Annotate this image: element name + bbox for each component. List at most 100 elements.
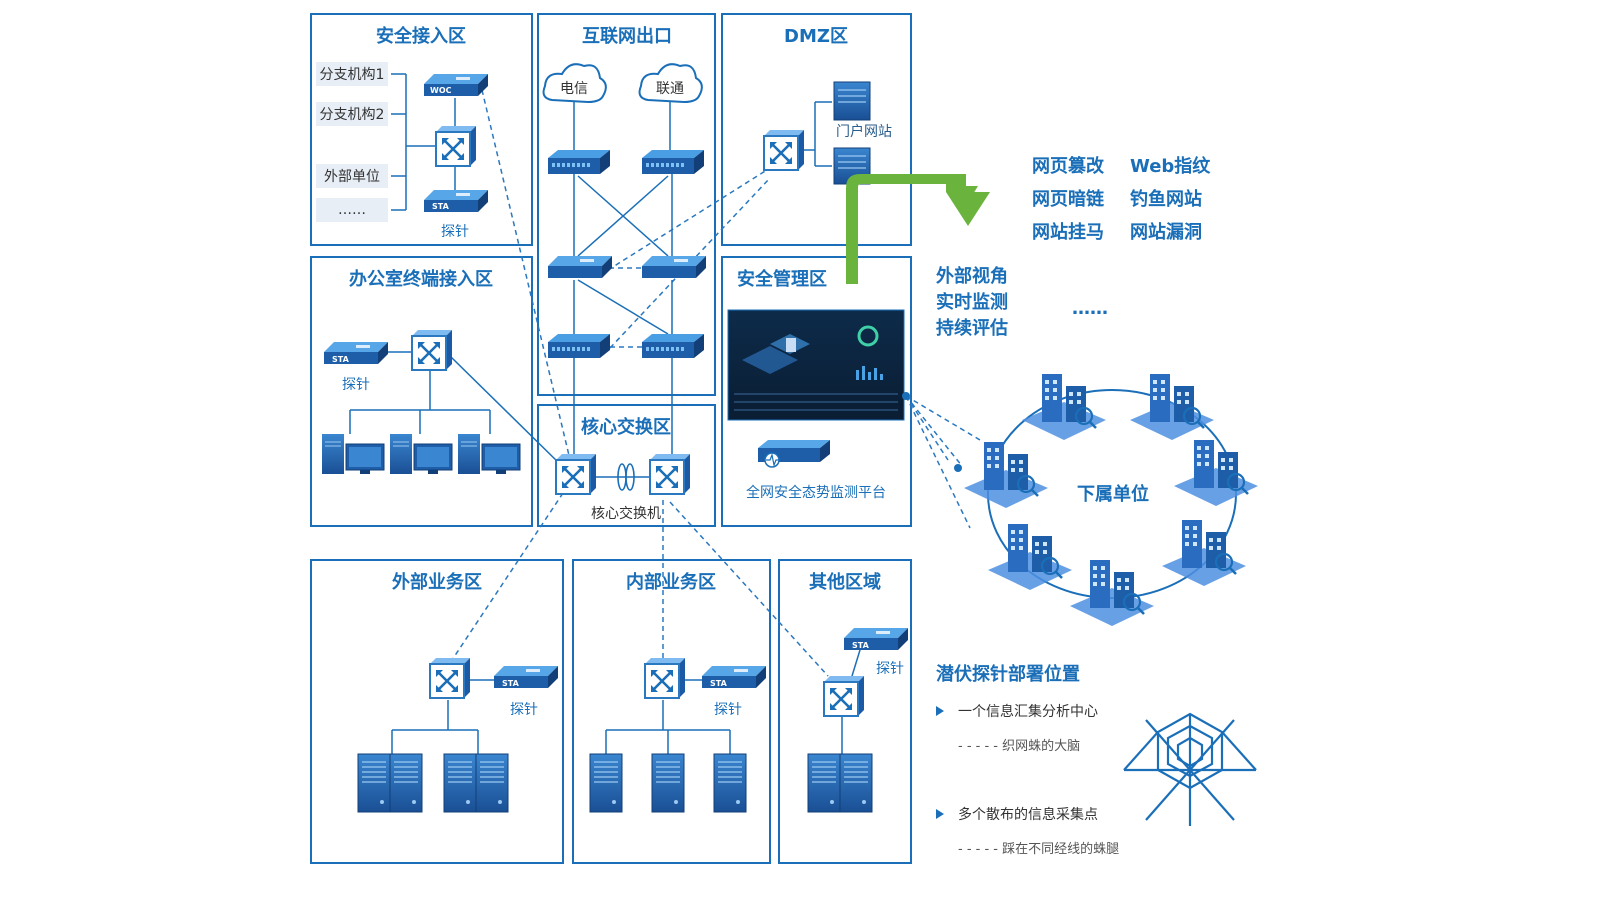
- zone-title-other-area: 其他区域: [809, 571, 881, 593]
- deploy-item-2-sub: - - - - - 踩在不同经线的蛛腿: [958, 841, 1119, 857]
- probe-label-office: 探针: [342, 377, 370, 393]
- building-icon-4: [1172, 438, 1260, 508]
- zone-title-security-mgmt: 安全管理区: [737, 268, 827, 290]
- other-switch-icon: [822, 674, 866, 718]
- branch2-label: 分支机构2: [320, 107, 385, 123]
- zone-title-internal-business: 内部业务区: [626, 571, 716, 593]
- deploy-title: 潜伏探针部署位置: [936, 663, 1080, 685]
- branch1-label: 分支机构1: [320, 67, 385, 83]
- ellipsis-tag: [316, 198, 388, 222]
- sta-label-other: STA: [852, 641, 870, 650]
- subordinate-label: 下属单位: [1077, 483, 1149, 505]
- core-content: 核心交换机: [554, 452, 692, 522]
- threat-5: 网站挂马: [1032, 221, 1104, 243]
- secure-access-content: 分支机构1 分支机构2 外部单位 …… WOC STA 探针: [316, 62, 488, 240]
- building-icon-3: [962, 440, 1050, 510]
- zone-office-terminal: [310, 256, 533, 527]
- dmz-switch-icon: [762, 128, 806, 172]
- core-switch-icon-right: [648, 452, 692, 496]
- office-content: STA 探针: [321, 328, 563, 475]
- probe-label-ext: 探针: [510, 702, 538, 718]
- bullet-icon-1: [936, 706, 944, 716]
- portal-server-icon: [833, 81, 871, 185]
- office-switch-icon: [410, 328, 454, 372]
- building-icon-5: [986, 522, 1074, 592]
- monitor-list: 外部视角 实时监测 持续评估: [936, 265, 1008, 339]
- ext-switch-icon: [428, 656, 472, 700]
- threat-6: 网站漏洞: [1130, 221, 1202, 243]
- monitor-2: 实时监测: [936, 291, 1008, 313]
- other-server-icon-2: [839, 753, 873, 813]
- int-server-icon-3: [713, 753, 747, 813]
- probe-radiation: [902, 392, 981, 529]
- int-switch-icon: [643, 656, 687, 700]
- probe-label-access: 探针: [441, 224, 469, 240]
- portal-label: 门户网站: [836, 123, 892, 140]
- mgmt-appliance-icon: [758, 440, 830, 468]
- sta-label-access: STA: [432, 202, 450, 211]
- internal-business-content: STA 探针: [589, 656, 766, 813]
- building-icon-6: [1160, 518, 1248, 588]
- access-switch-icon: [434, 124, 478, 168]
- telecom-cloud-icon: [542, 63, 607, 104]
- dashed-links: [451, 89, 829, 677]
- other-area-content: STA 探针: [807, 628, 908, 813]
- threat-1: 网页篡改: [1032, 155, 1105, 177]
- router-icon-left-2: [548, 334, 610, 358]
- sta-label-office: STA: [332, 355, 350, 364]
- zone-title-internet-exit: 互联网出口: [582, 25, 672, 47]
- internet-exit-content: 电信 联通: [542, 63, 706, 460]
- zone-title-dmz: DMZ区: [784, 26, 848, 47]
- firewall-icon-left: [548, 256, 612, 278]
- zone-title-external-business: 外部业务区: [392, 571, 482, 593]
- monitor-1: 外部视角: [936, 265, 1008, 287]
- building-icon-7: [1068, 558, 1156, 628]
- deploy-item-1-sub: - - - - - 织网蛛的大脑: [958, 738, 1080, 754]
- branch2-tag: [316, 102, 388, 126]
- zone-dmz: [721, 13, 912, 246]
- deploy-item-2: 多个散布的信息采集点: [958, 806, 1098, 823]
- external-unit-tag: [316, 164, 388, 188]
- unicom-label: 联通: [656, 81, 684, 97]
- building-icon-1: [1020, 372, 1108, 442]
- green-arrow-icon: [846, 174, 990, 284]
- external-business-content: STA 探针: [357, 656, 558, 813]
- zone-title-core-switch: 核心交换区: [581, 416, 671, 438]
- telecom-label: 电信: [560, 81, 588, 97]
- mgmt-content: 全网安全态势监测平台: [727, 309, 905, 501]
- other-server-icon-1: [807, 753, 841, 813]
- situation-dashboard-screen: [727, 309, 905, 421]
- router-icon-right-1: [642, 150, 704, 174]
- dmz-content: 门户网站: [762, 81, 892, 185]
- threat-list: 网页篡改 Web指纹 网页暗链 钓鱼网站 网站挂马 网站漏洞: [1032, 155, 1211, 243]
- core-switch-icon-left: [554, 452, 598, 496]
- zone-title-office-terminal: 办公室终端接入区: [349, 268, 493, 290]
- spider-web-icon: [1123, 712, 1257, 826]
- branch1-tag: [316, 62, 388, 86]
- threat-3: 网页暗链: [1032, 188, 1105, 210]
- zone-external-business: [310, 559, 564, 864]
- core-switch-label: 核心交换机: [591, 505, 661, 522]
- ext-server-icon-2: [389, 753, 423, 813]
- bullet-icon-2: [936, 809, 944, 819]
- woc-label: WOC: [430, 86, 452, 95]
- sta-label-int: STA: [710, 679, 728, 688]
- int-server-icon-1: [589, 753, 623, 813]
- router-icon-right-2: [642, 334, 704, 358]
- firewall-icon-right: [642, 256, 706, 278]
- zone-title-secure-access: 安全接入区: [376, 25, 466, 47]
- more-ellipsis: ……: [1072, 298, 1108, 319]
- deploy-item-1: 一个信息汇集分析中心: [958, 703, 1098, 720]
- threat-2: Web指纹: [1130, 155, 1211, 177]
- ext-server-icon-4: [475, 753, 509, 813]
- building-icon-2: [1128, 372, 1216, 442]
- int-server-icon-2: [651, 753, 685, 813]
- sta-label-ext: STA: [502, 679, 520, 688]
- probe-label-other: 探针: [876, 661, 904, 677]
- deploy-legend: 潜伏探针部署位置 一个信息汇集分析中心 - - - - - 织网蛛的大脑 多个散…: [936, 663, 1119, 857]
- ext-server-icon-1: [357, 753, 391, 813]
- ellipsis-label: ……: [338, 202, 366, 218]
- external-unit-label: 外部单位: [324, 169, 380, 185]
- unicom-cloud-icon: [638, 63, 703, 104]
